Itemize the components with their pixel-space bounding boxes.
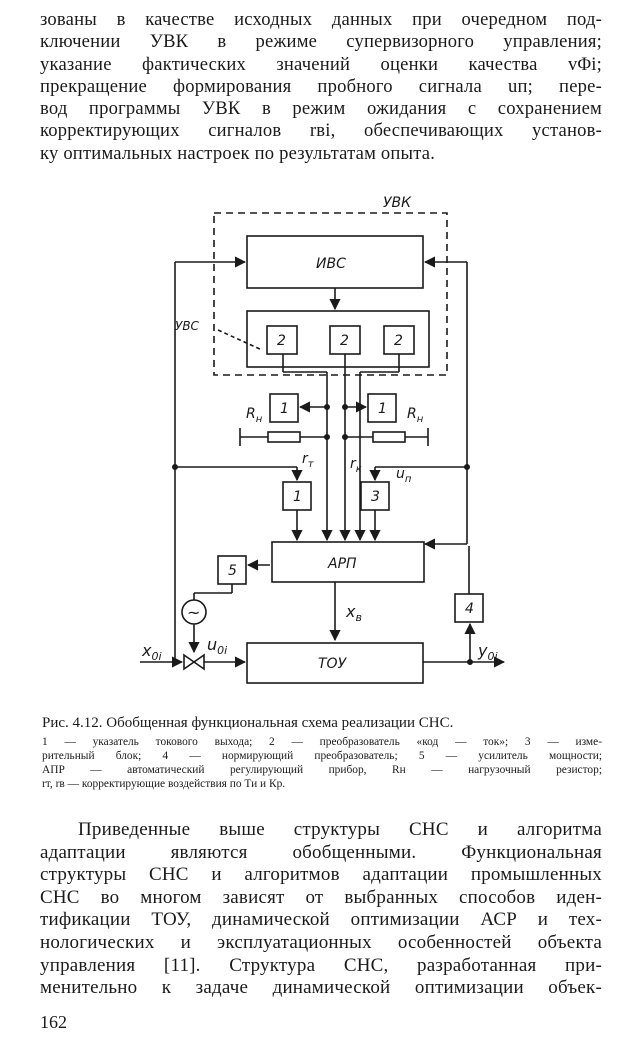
text-line: СНС во многом зависят от выбранных спосо… (40, 886, 602, 908)
arp-block (271, 541, 425, 583)
xv-label: xв (345, 602, 362, 624)
pointer-number: 1 (280, 401, 289, 417)
legend-line: АПР — автоматический регулирующий прибор… (42, 764, 602, 776)
caption-title: Рис. 4.12. Обобщенная функциональная схе… (42, 715, 454, 731)
text-line: структуры СНС и алгоритмов адаптации про… (40, 864, 602, 886)
rt-label: rт (302, 451, 315, 470)
text-line: нологических и эксплуатационных особенно… (40, 931, 602, 953)
converter-number: 2 (394, 333, 403, 349)
rn-label: Rн (246, 406, 263, 425)
rn-label: Rн (407, 406, 424, 425)
uvs-label: УВС (175, 319, 200, 333)
pointer-number: 1 (378, 401, 387, 417)
pointer-block (269, 393, 299, 423)
meter-number: 3 (371, 489, 380, 505)
uvk-dashed-border (213, 212, 448, 376)
tou-block (246, 642, 424, 684)
legend-line: рительный блок; 4 — нормирующий преобраз… (42, 750, 602, 762)
text-line: зованы в качестве исходных данных при оч… (40, 9, 602, 30)
uvs-block (246, 310, 430, 368)
converter-block (266, 325, 298, 355)
converter-number: 2 (277, 333, 286, 349)
normalizer-number: 4 (465, 601, 474, 617)
up-label: uп (396, 466, 412, 485)
amplifier-number: 5 (228, 563, 237, 579)
text-line: прекращение формирования пробного сигнал… (40, 75, 602, 97)
tou-label: ТОУ (318, 656, 348, 672)
text-line: управления [11]. Структура СНС, разработ… (40, 954, 602, 976)
figure-caption: Рис. 4.12. Обобщенная функциональная схе… (42, 713, 602, 791)
page-number: 162 (40, 1012, 67, 1032)
y0i-label: y0i (477, 641, 498, 663)
bottom-paragraph: Приведенные выше структуры СНС и алгорит… (40, 819, 602, 1000)
top-paragraph: зованы в качестве исходных данных при оч… (40, 9, 602, 165)
text-line: ку оптимальных настроек по результатам о… (40, 142, 436, 164)
u0i-label: u0i (207, 635, 227, 657)
pointer-block (367, 393, 397, 423)
text-line: указание фактических значений оценки кач… (40, 53, 602, 75)
rk-label: rк (350, 456, 362, 475)
pointer-number: 1 (293, 489, 302, 505)
text-line: ключении УВК в режиме супервизорного упр… (40, 31, 602, 53)
text-line: адаптации являются обобщенными. Функцион… (40, 841, 602, 863)
valve-icon (183, 653, 205, 671)
text-line: Приведенные выше структуры СНС и алгорит… (78, 819, 602, 840)
caption-legend: 1 — указатель токового выхода; 2 — преоб… (42, 735, 602, 791)
x0i-label: x0i (141, 641, 162, 663)
text-line: менительно к задаче динамической оптимиз… (40, 977, 602, 999)
functional-diagram: УВК ИВС УВС 2 2 2 1 1 Rн Rн rт rк uп 1 3… (140, 195, 506, 684)
text-line: вод программы УВК в режим ожидания с сох… (40, 98, 602, 120)
converter-number: 2 (340, 333, 349, 349)
legend-line: 1 — указатель токового выхода; 2 — преоб… (42, 736, 602, 748)
arp-label: АРП (327, 556, 357, 572)
text-line: корректирующих сигналов rвi, обеспечиваю… (40, 120, 602, 142)
ivs-label: ИВС (316, 256, 346, 272)
generator-symbol: ~ (187, 603, 200, 622)
legend-line: rт, rв — корректирующие воздействия по Т… (42, 778, 286, 790)
text-line: тификации ТОУ, динамической оптимизации … (40, 909, 602, 931)
uvk-label: УВК (383, 195, 412, 211)
